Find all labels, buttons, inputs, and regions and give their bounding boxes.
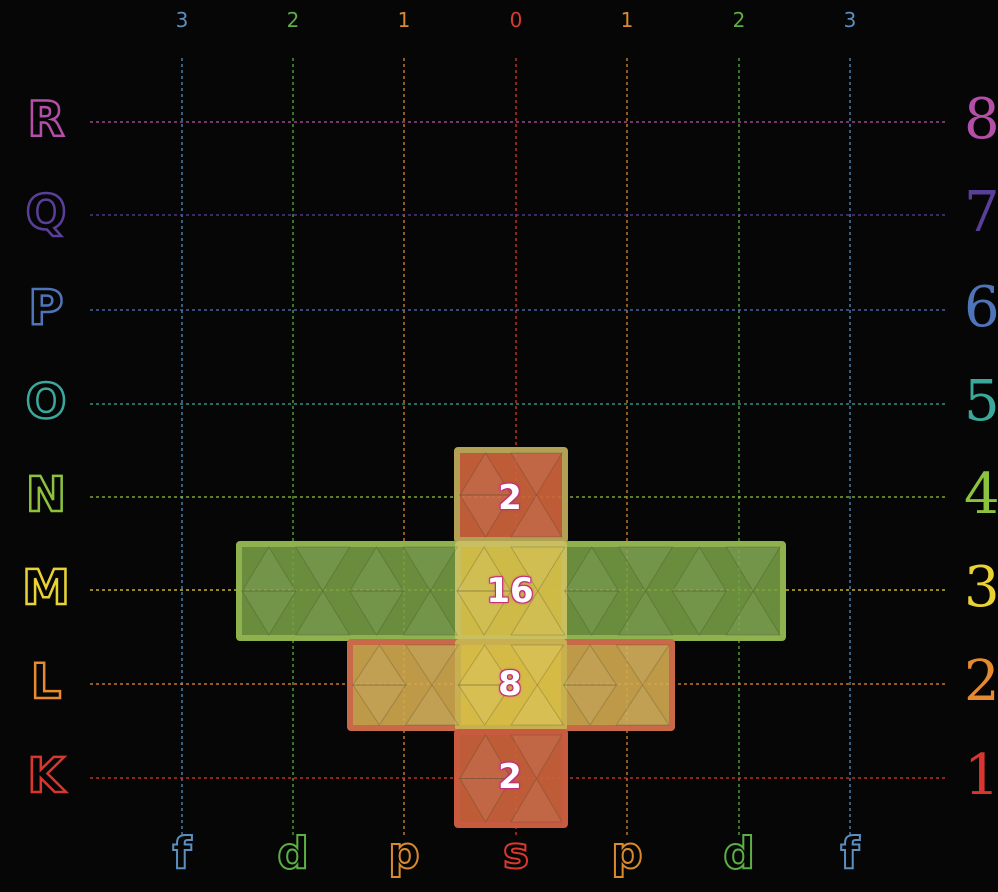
column-subshell-label: f bbox=[820, 832, 880, 876]
column-subshell-label: p bbox=[374, 832, 434, 876]
row-letter-label: M bbox=[14, 564, 78, 612]
row-number-label: 3 bbox=[964, 560, 998, 616]
column-number-label: 1 bbox=[607, 8, 647, 32]
count-K: 2 bbox=[454, 760, 566, 794]
count-M: 16 bbox=[454, 574, 566, 608]
row-letter-label: O bbox=[14, 378, 78, 426]
row-number-label: 7 bbox=[964, 185, 998, 241]
row-number-label: 4 bbox=[964, 467, 998, 523]
row-number-label: 5 bbox=[964, 374, 998, 430]
column-subshell-label: s bbox=[486, 832, 546, 876]
column-number-label: 3 bbox=[830, 8, 870, 32]
column-subshell-label: p bbox=[597, 832, 657, 876]
column-subshell-label: d bbox=[263, 832, 323, 876]
row-letter-label: N bbox=[14, 471, 78, 519]
row-number-label: 2 bbox=[964, 654, 998, 710]
column-number-label: 2 bbox=[273, 8, 313, 32]
row-letter-label: R bbox=[14, 96, 78, 144]
column-subshell-label: d bbox=[709, 832, 769, 876]
row-number-label: 1 bbox=[964, 748, 998, 804]
row-number-label: 6 bbox=[964, 280, 998, 336]
column-subshell-label: f bbox=[152, 832, 212, 876]
row-number-label: 8 bbox=[964, 92, 998, 148]
column-number-label: 2 bbox=[719, 8, 759, 32]
column-number-label: 3 bbox=[162, 8, 202, 32]
count-N: 2 bbox=[454, 481, 566, 515]
column-number-label: 1 bbox=[384, 8, 424, 32]
count-L: 8 bbox=[454, 667, 566, 701]
row-letter-label: L bbox=[14, 658, 78, 706]
row-letter-label: K bbox=[14, 752, 78, 800]
row-letter-label: Q bbox=[14, 189, 78, 237]
row-letter-label: P bbox=[14, 284, 78, 332]
column-number-label: 0 bbox=[496, 8, 536, 32]
